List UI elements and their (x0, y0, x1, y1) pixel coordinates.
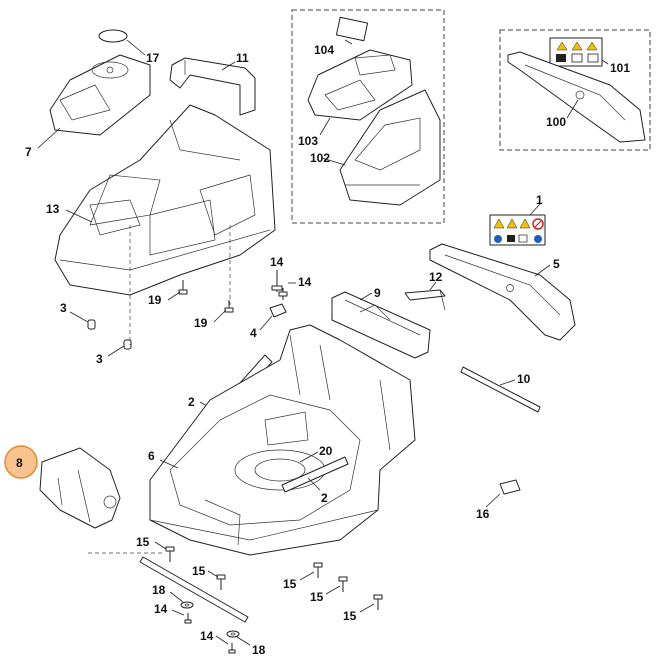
part-102-housing[interactable] (339, 89, 441, 206)
callout-8[interactable]: 8 (16, 456, 23, 470)
part-2-rail-lower[interactable] (281, 456, 349, 493)
part-100-grass-flap[interactable] (507, 51, 646, 143)
part-3-plug-a[interactable] (87, 319, 96, 330)
callout-14-low-b[interactable]: 14 (200, 629, 214, 643)
callout-104[interactable]: 104 (314, 43, 334, 57)
part-16-knob[interactable] (499, 479, 521, 495)
callout-4[interactable]: 4 (250, 326, 257, 340)
axle[interactable] (139, 556, 249, 623)
part-13-main-housing[interactable] (54, 104, 276, 296)
part-12-spring[interactable] (404, 289, 446, 311)
callout-17[interactable]: 17 (146, 51, 160, 65)
callout-19-b[interactable]: 19 (194, 316, 208, 330)
part-7-top-cover[interactable] (49, 54, 151, 136)
part-15-screw-e[interactable] (373, 594, 383, 610)
callout-14-top-a[interactable]: 14 (270, 255, 284, 269)
callout-15-e[interactable]: 15 (343, 609, 357, 623)
part-8-rear-cover[interactable] (39, 447, 121, 529)
callout-15-b[interactable]: 15 (192, 564, 206, 578)
part-104-label[interactable] (335, 16, 369, 42)
callout-14-top-b[interactable]: 14 (298, 275, 312, 289)
callout-14-low-a[interactable]: 14 (154, 602, 168, 616)
part-18-washer-b[interactable] (226, 630, 240, 638)
callout-11[interactable]: 11 (236, 51, 249, 65)
callout-5[interactable]: 5 (553, 257, 560, 271)
part-14-screw-c[interactable] (184, 613, 192, 624)
part-15-screw-d[interactable] (338, 576, 348, 592)
part-15-screw-a[interactable] (165, 546, 175, 562)
callout-15-a[interactable]: 15 (136, 535, 150, 549)
part-15-screw-b[interactable] (216, 574, 226, 590)
part-14-screw-top[interactable] (271, 270, 288, 300)
callout-9[interactable]: 9 (374, 286, 381, 300)
part-18-washer-a[interactable] (180, 601, 194, 609)
part-17-seal-ring[interactable] (98, 29, 128, 43)
callout-19-a[interactable]: 19 (148, 293, 162, 307)
part-3-plug-b[interactable] (123, 339, 132, 350)
callout-13[interactable]: 13 (46, 202, 60, 216)
callout-15-d[interactable]: 15 (310, 590, 324, 604)
callout-7[interactable]: 7 (25, 145, 32, 159)
callout-3-a[interactable]: 3 (60, 301, 67, 315)
callout-100[interactable]: 100 (546, 115, 566, 129)
callout-15-c[interactable]: 15 (283, 577, 297, 591)
part-103-top-cover[interactable] (307, 49, 413, 121)
part-15-screw-c[interactable] (313, 562, 323, 578)
callout-103[interactable]: 103 (298, 134, 318, 148)
callout-18-a[interactable]: 18 (152, 583, 166, 597)
part-14-screw-d[interactable] (228, 643, 236, 654)
callout-3-b[interactable]: 3 (96, 352, 103, 366)
callout-102[interactable]: 102 (310, 151, 330, 165)
callout-12[interactable]: 12 (429, 270, 443, 284)
part-19-screw-b[interactable] (224, 300, 234, 313)
callout-2-a[interactable]: 2 (188, 395, 195, 409)
part-9-bracket[interactable] (331, 291, 431, 359)
callout-6[interactable]: 6 (148, 449, 155, 463)
callout-8-highlight[interactable] (4, 445, 38, 479)
part-11-handle-bracket[interactable] (169, 57, 256, 116)
part-4-clip[interactable] (269, 303, 287, 318)
callout-18-b[interactable]: 18 (252, 643, 266, 657)
part-10-rod[interactable] (460, 366, 541, 413)
callout-2-b[interactable]: 2 (321, 491, 328, 505)
callout-16[interactable]: 16 (476, 507, 490, 521)
part-101-warning-label[interactable] (549, 37, 603, 67)
callout-20[interactable]: 20 (319, 444, 333, 458)
callout-10[interactable]: 10 (517, 372, 531, 386)
part-6-deck-chassis[interactable] (149, 324, 416, 556)
callout-101[interactable]: 101 (610, 61, 630, 75)
callout-1[interactable]: 1 (536, 193, 543, 207)
part-5-grass-flap[interactable] (429, 243, 576, 341)
part-1-warning-label[interactable] (489, 214, 546, 246)
variant-box-top-cover (291, 9, 445, 224)
variant-box-grass-flap (499, 29, 651, 151)
part-19-screw-a[interactable] (178, 280, 188, 295)
